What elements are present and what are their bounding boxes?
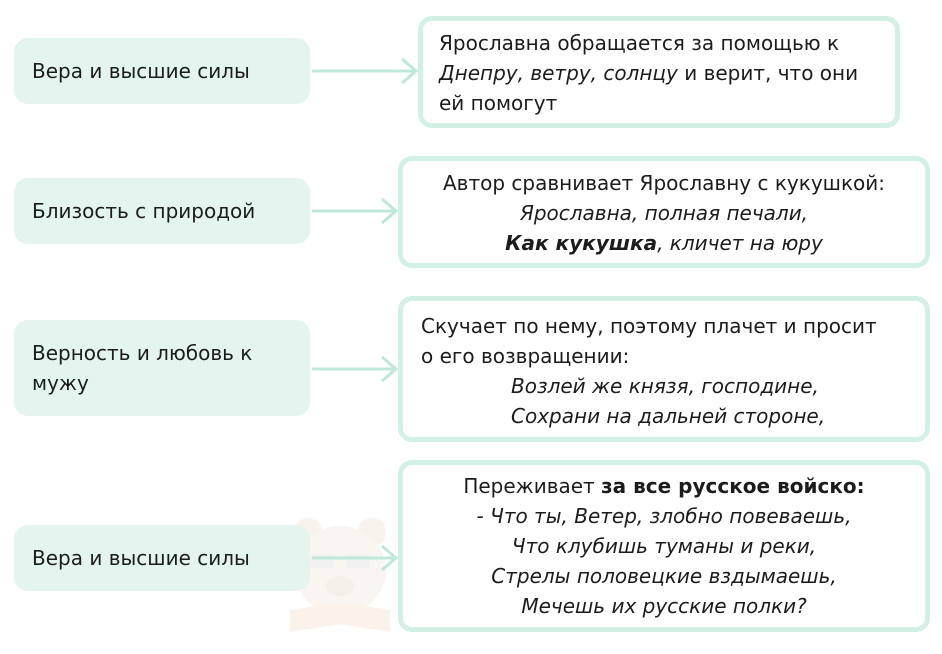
desc-bold: Как кукушка	[505, 231, 658, 255]
desc-quote: Сохрани на дальней стороне,	[511, 404, 826, 428]
arrow-right-icon	[312, 197, 399, 225]
desc-text: , кличет на юру	[657, 231, 823, 255]
desc-line: о его возвращении:	[421, 344, 630, 368]
arrow-right-icon	[312, 57, 419, 85]
desc-bold: за все русское войско:	[601, 474, 865, 498]
desc-line: Днепру, ветру, солнцу и верит, что они	[439, 58, 879, 88]
description-box-faith-2: Переживает за все русское войско: - Что …	[398, 460, 930, 632]
label-text: Вера и высшие силы	[32, 546, 250, 570]
label-box-loyalty: Верность и любовь к мужу	[14, 320, 310, 416]
description-box-nature: Автор сравнивает Ярославну с кукушкой: Я…	[398, 156, 930, 268]
desc-italic: Днепру, ветру, солнцу	[439, 61, 678, 85]
desc-line: Ярославна обращается за помощью к	[439, 31, 840, 55]
label-box-faith-1: Вера и высшие силы	[14, 38, 310, 104]
desc-quote: - Что ты, Ветер, злобно повеваешь,	[476, 504, 852, 528]
label-text: Близость с природой	[32, 199, 256, 223]
arrow-right-icon	[312, 544, 399, 572]
desc-quote: Стрелы половецкие вздымаешь,	[491, 564, 837, 588]
label-box-nature: Близость с природой	[14, 178, 310, 244]
desc-line: Переживает за все русское войско:	[417, 471, 911, 501]
desc-quote: Как кукушка, кличет на юру	[417, 228, 911, 258]
desc-line: Скучает по нему, поэтому плачет и просит	[421, 314, 877, 338]
desc-quote: Мечешь их русские полки?	[521, 594, 807, 618]
desc-quote: Что клубишь туманы и реки,	[511, 534, 817, 558]
desc-text: Переживает	[463, 474, 602, 498]
label-text: Вера и высшие силы	[32, 59, 250, 83]
description-box-faith-1: Ярославна обращается за помощью к Днепру…	[418, 16, 900, 128]
desc-line: Автор сравнивает Ярославну с кукушкой:	[442, 171, 886, 195]
desc-text: и верит, что они	[677, 61, 859, 85]
label-text: Верность и любовь к мужу	[32, 341, 253, 395]
description-box-loyalty: Скучает по нему, поэтому плачет и просит…	[398, 296, 930, 442]
desc-quote: Возлей же князя, господине,	[511, 374, 819, 398]
arrow-right-icon	[312, 355, 399, 383]
desc-quote: Ярославна, полная печали,	[519, 201, 809, 225]
label-box-faith-2: Вера и высшие силы	[14, 525, 310, 591]
desc-line: ей помогут	[439, 91, 558, 115]
